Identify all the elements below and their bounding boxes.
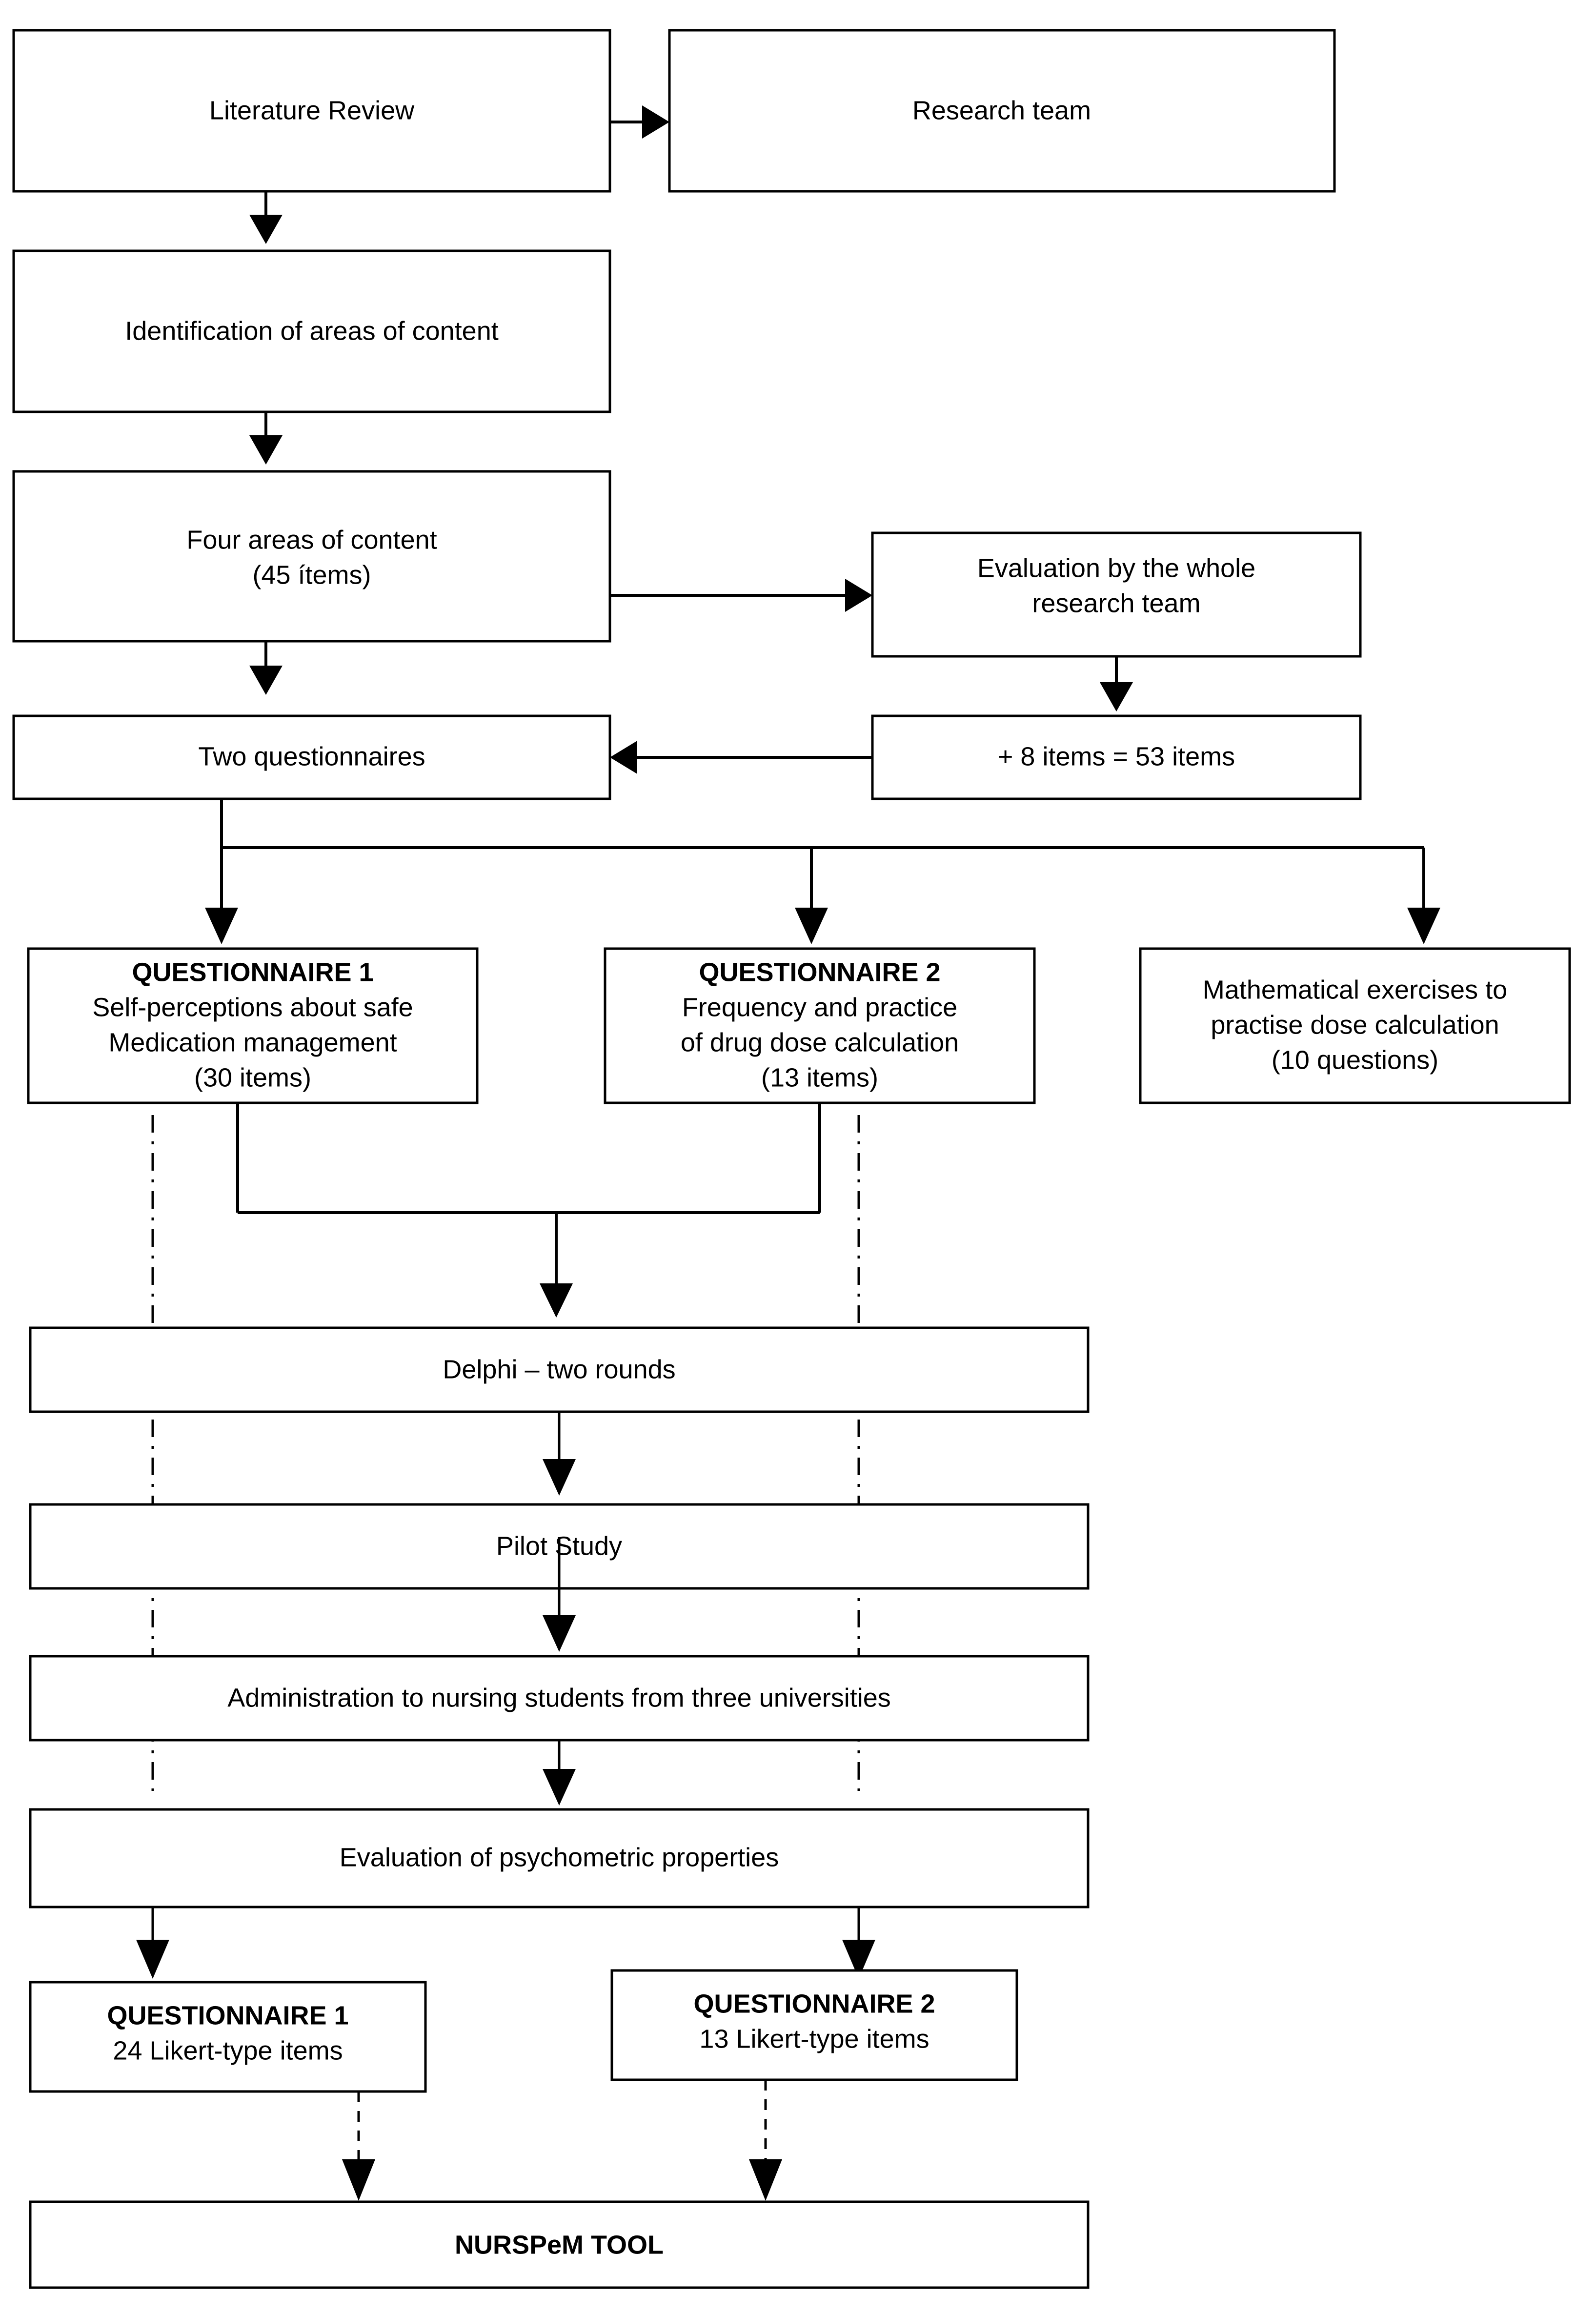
final-questionnaire-1-line1: 24 Likert-type items	[113, 2036, 343, 2065]
final-questionnaire-2-line1: 13 Likert-type items	[699, 2024, 929, 2053]
literature-review-label: Literature Review	[209, 96, 415, 125]
connector-questionnaires-merge-to-delphi	[236, 1103, 821, 1318]
node-two-questionnaires[interactable]: Two questionnaires	[12, 714, 611, 800]
psychometric-evaluation-label: Evaluation of psychometric properties	[340, 1843, 779, 1872]
node-identification-of-areas[interactable]: Identification of areas of content	[12, 249, 611, 413]
connector-fourareas-to-twoquestionnaires	[249, 641, 283, 695]
four-areas-label-line2: (45 ítems)	[252, 560, 371, 589]
connector-delphi-to-pilot	[543, 1412, 576, 1496]
evaluation-whole-label-line2: research team	[1032, 589, 1200, 618]
connector-psychometric-to-final-q1	[136, 1907, 169, 1979]
plus-eight-items-label: + 8 items = 53 items	[998, 742, 1235, 771]
node-questionnaire-2-draft[interactable]: QUESTIONNAIRE 2 Frequency and practice o…	[604, 947, 1036, 1104]
two-questionnaires-label: Two questionnaires	[198, 742, 425, 771]
node-final-questionnaire-1[interactable]: QUESTIONNAIRE 1 24 Likert-type items	[29, 1981, 427, 2093]
node-research-team[interactable]: Research team	[668, 29, 1336, 193]
final-questionnaire-2-title: QUESTIONNAIRE 2	[693, 1989, 935, 2018]
questionnaire-2-title: QUESTIONNAIRE 2	[699, 957, 940, 987]
questionnaire-1-line1: Self-perceptions about safe	[92, 993, 413, 1022]
four-areas-label-line1: Four areas of content	[186, 525, 437, 554]
connector-identification-to-fourareas	[249, 412, 283, 465]
connector-psychometric-to-final-q2	[842, 1907, 875, 1979]
research-team-label: Research team	[912, 96, 1091, 125]
node-psychometric-evaluation[interactable]: Evaluation of psychometric properties	[29, 1808, 1090, 1908]
node-evaluation-whole-research-team[interactable]: Evaluation by the whole research team	[871, 531, 1362, 658]
connector-pilot-to-administration	[543, 1537, 576, 1652]
node-final-questionnaire-2[interactable]: QUESTIONNAIRE 2 13 Likert-type items	[610, 1969, 1018, 2081]
connector-final-q2-to-nurspem	[749, 2080, 782, 2201]
questionnaire-1-line2: Medication management	[108, 1028, 397, 1057]
node-nurspem-tool[interactable]: NURSPeM TOOL	[29, 2200, 1090, 2289]
connector-distribution-bus	[205, 799, 1440, 944]
connector-litreview-to-identification	[249, 191, 283, 244]
connector-evaluation-to-plusitems	[1100, 656, 1133, 711]
final-questionnaire-1-title: QUESTIONNAIRE 1	[107, 2001, 348, 2030]
node-literature-review[interactable]: Literature Review	[12, 29, 611, 193]
node-four-areas-of-content[interactable]: Four areas of content (45 ítems)	[12, 470, 611, 643]
node-delphi[interactable]: Delphi – two rounds	[29, 1326, 1090, 1413]
questionnaire-2-line2: of drug dose calculation	[681, 1028, 959, 1057]
questionnaire-2-line3: (13 items)	[761, 1063, 878, 1092]
connector-litreview-to-researchteam	[610, 105, 669, 139]
node-plus-eight-items[interactable]: + 8 items = 53 items	[871, 714, 1362, 800]
connector-fourareas-to-evaluation	[610, 579, 872, 612]
mathematical-exercises-line2: practise dose calculation	[1211, 1010, 1499, 1039]
questionnaire-2-line1: Frequency and practice	[682, 993, 957, 1022]
connector-administration-to-psychometric	[543, 1740, 576, 1806]
node-mathematical-exercises[interactable]: Mathematical exercises to practise dose …	[1139, 947, 1571, 1104]
identification-label: Identification of areas of content	[125, 316, 499, 345]
questionnaire-1-line3: (30 items)	[194, 1063, 311, 1092]
connector-final-q1-to-nurspem	[342, 2091, 375, 2201]
mathematical-exercises-line3: (10 questions)	[1272, 1045, 1438, 1075]
mathematical-exercises-line1: Mathematical exercises to	[1203, 975, 1507, 1004]
delphi-label: Delphi – two rounds	[443, 1355, 675, 1384]
evaluation-whole-label-line1: Evaluation by the whole	[977, 553, 1255, 583]
questionnaire-1-title: QUESTIONNAIRE 1	[132, 957, 373, 987]
node-administration[interactable]: Administration to nursing students from …	[29, 1655, 1090, 1742]
node-questionnaire-1-draft[interactable]: QUESTIONNAIRE 1 Self-perceptions about s…	[27, 947, 479, 1104]
nurspem-tool-label: NURSPeM TOOL	[455, 2230, 664, 2259]
administration-label: Administration to nursing students from …	[227, 1683, 891, 1712]
connector-plusitems-to-twoquestionnaires	[610, 741, 872, 774]
